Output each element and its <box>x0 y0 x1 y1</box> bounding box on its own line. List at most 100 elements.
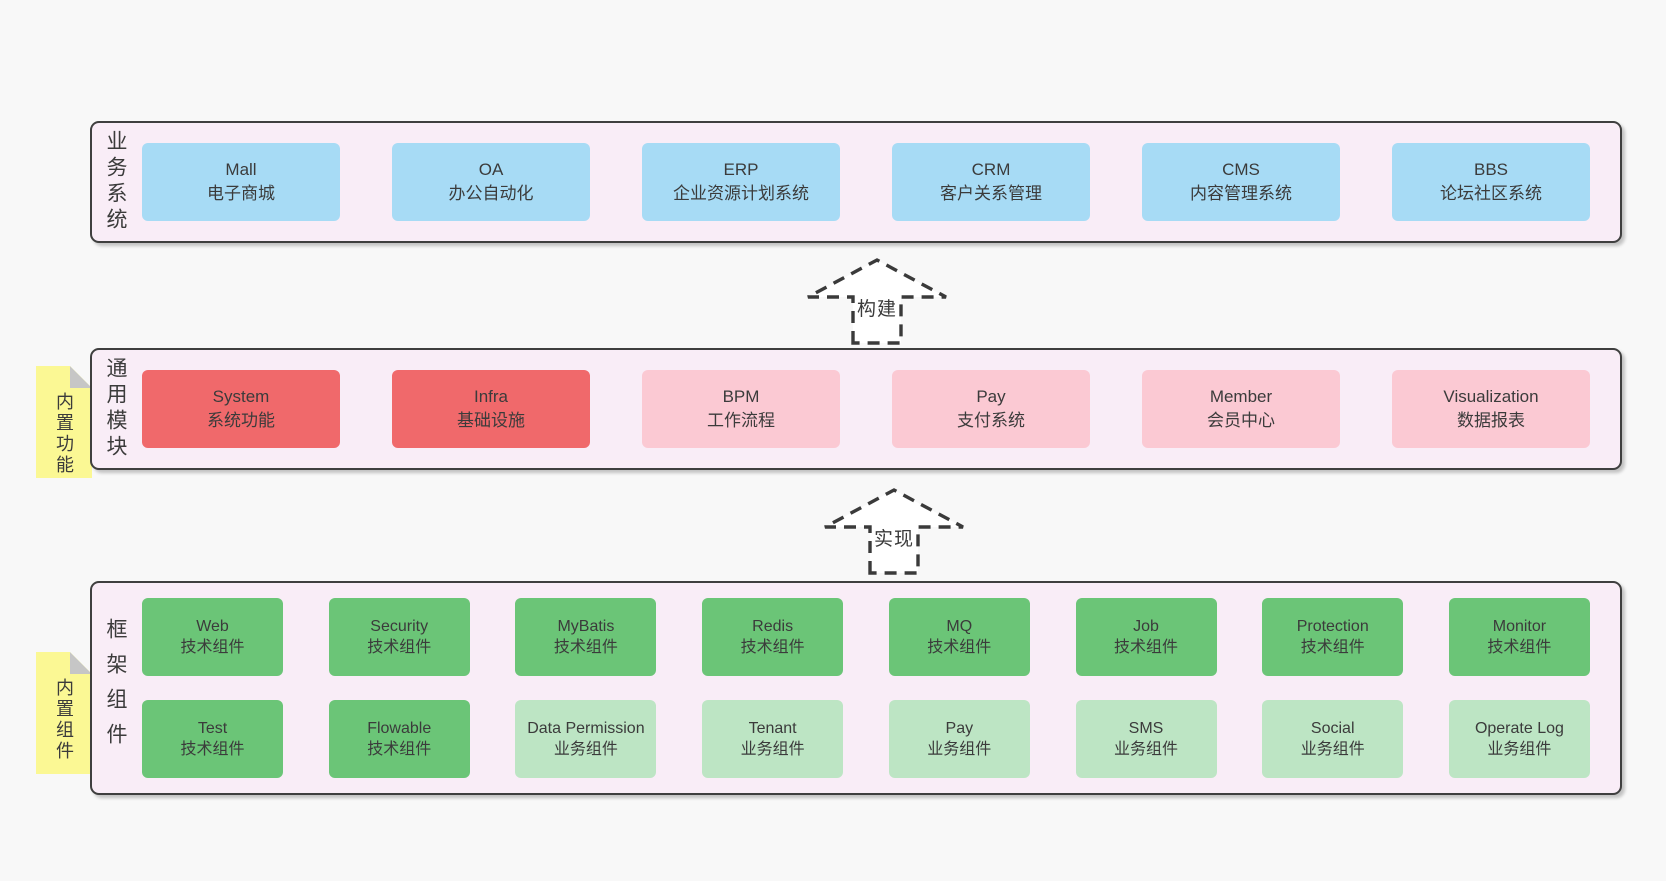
box-subtitle: 技术组件 <box>367 639 432 656</box>
module-box-mybatis: MyBatis 技术组件 <box>515 598 657 676</box>
box-subtitle: 技术组件 <box>740 639 805 656</box>
sticky-note-text: 内置功能 <box>54 392 74 476</box>
sticky-note-built-in-features: 内置功能 <box>36 366 92 478</box>
band-label: 业务系统 <box>104 130 127 234</box>
up-arrow-icon <box>824 488 964 575</box>
module-box-redis: Redis 技术组件 <box>702 598 844 676</box>
box-subtitle: 技术组件 <box>180 741 245 758</box>
box-title: Member <box>1209 386 1273 406</box>
module-box-mq: MQ 技术组件 <box>888 598 1030 676</box>
module-box-social: Social 业务组件 <box>1262 700 1404 778</box>
module-box-erp: ERP 企业资源计划系统 <box>642 143 840 221</box>
box-subtitle: 客户关系管理 <box>940 184 1042 203</box>
folded-corner-icon <box>70 652 92 674</box>
box-title: Redis <box>752 617 794 635</box>
box-subtitle: 技术组件 <box>927 639 992 656</box>
box-subtitle: 业务组件 <box>1487 741 1552 758</box>
box-title: Tenant <box>748 719 797 737</box>
module-box-crm: CRM 客户关系管理 <box>892 143 1090 221</box>
box-title: MyBatis <box>557 617 615 635</box>
box-subtitle: 基础设施 <box>457 411 525 430</box>
folded-corner-icon <box>70 366 92 388</box>
module-box-data-permission: Data Permission 业务组件 <box>515 700 657 778</box>
box-row: Mall 电子商城 OA 办公自动化 ERP 企业资源计划系统 CRM 客户关系管理 CMS 内容… <box>142 143 1590 221</box>
box-title: Test <box>197 719 228 737</box>
box-subtitle: 业务组件 <box>1114 741 1179 758</box>
box-title: Visualization <box>1443 386 1539 406</box>
box-title: SMS <box>1128 719 1164 737</box>
box-subtitle: 技术组件 <box>1114 639 1179 656</box>
box-subtitle: 业务组件 <box>553 741 618 758</box>
module-box-job: Job 技术组件 <box>1075 598 1217 676</box>
module-box-sms: SMS 业务组件 <box>1075 700 1217 778</box>
box-subtitle: 会员中心 <box>1207 411 1275 430</box>
box-subtitle: 业务组件 <box>740 741 805 758</box>
sticky-note-text: 内置组件 <box>54 678 74 762</box>
module-box-oa: OA 办公自动化 <box>392 143 590 221</box>
box-subtitle: 内容管理系统 <box>1190 184 1292 203</box>
band-label: 通用模块 <box>104 357 127 461</box>
box-subtitle: 技术组件 <box>553 639 618 656</box>
module-box-security: Security 技术组件 <box>328 598 470 676</box>
box-title: CRM <box>971 159 1011 179</box>
box-title: Pay <box>945 719 974 737</box>
band-business-systems: 业务系统 Mall 电子商城 OA 办公自动化 ERP 企业资源计划系统 CRM 客户关系管理… <box>90 121 1622 243</box>
box-subtitle: 技术组件 <box>1300 639 1365 656</box>
module-box-pay: Pay 业务组件 <box>888 700 1030 778</box>
box-title: System <box>212 386 270 406</box>
module-box-protection: Protection 技术组件 <box>1262 598 1404 676</box>
arrow-label: 构建 <box>856 299 897 320</box>
box-subtitle: 办公自动化 <box>448 184 534 203</box>
box-title: BBS <box>1473 159 1509 179</box>
box-title: Monitor <box>1492 617 1547 635</box>
box-subtitle: 技术组件 <box>180 639 245 656</box>
module-box-tenant: Tenant 业务组件 <box>702 700 844 778</box>
box-title: Security <box>370 617 429 635</box>
module-box-cms: CMS 内容管理系统 <box>1142 143 1340 221</box>
box-subtitle: 论坛社区系统 <box>1440 184 1542 203</box>
box-title: ERP <box>723 159 759 179</box>
module-box-member: Member 会员中心 <box>1142 370 1340 448</box>
band-label: 框架组件 <box>104 618 127 758</box>
box-title: Mall <box>225 159 257 179</box>
box-title: Job <box>1133 617 1159 635</box>
module-box-operate-log: Operate Log 业务组件 <box>1448 700 1590 778</box>
box-title: Protection <box>1296 617 1369 635</box>
box-subtitle: 电子商城 <box>207 184 275 203</box>
module-box-test: Test 技术组件 <box>142 700 283 778</box>
box-title: Operate Log <box>1474 719 1564 737</box>
module-box-mall: Mall 电子商城 <box>142 143 340 221</box>
box-title: BPM <box>722 386 760 406</box>
module-box-web: Web 技术组件 <box>142 598 283 676</box>
module-box-bbs: BBS 论坛社区系统 <box>1392 143 1590 221</box>
module-box-system: System 系统功能 <box>142 370 340 448</box>
sticky-note-built-in-components: 内置组件 <box>36 652 92 774</box>
box-subtitle: 数据报表 <box>1457 411 1525 430</box>
box-subtitle: 企业资源计划系统 <box>673 184 809 203</box>
box-subtitle: 技术组件 <box>367 741 432 758</box>
implement-arrow: 实现 <box>823 487 965 575</box>
box-title: MQ <box>946 617 973 635</box>
box-title: Pay <box>976 386 1006 406</box>
box-title: Data Permission <box>527 719 645 737</box>
box-title: Social <box>1310 719 1355 737</box>
build-arrow: 构建 <box>806 257 948 345</box>
module-box-bpm: BPM 工作流程 <box>642 370 840 448</box>
box-title: Web <box>196 617 229 635</box>
box-subtitle: 业务组件 <box>927 741 992 758</box>
module-box-pay: Pay 支付系统 <box>892 370 1090 448</box>
box-title: OA <box>478 159 504 179</box>
box-subtitle: 工作流程 <box>707 411 775 430</box>
arrow-label: 实现 <box>873 529 914 550</box>
box-subtitle: 支付系统 <box>957 411 1025 430</box>
box-subtitle: 系统功能 <box>207 411 275 430</box>
box-subtitle: 业务组件 <box>1300 741 1365 758</box>
box-title: CMS <box>1222 159 1260 179</box>
